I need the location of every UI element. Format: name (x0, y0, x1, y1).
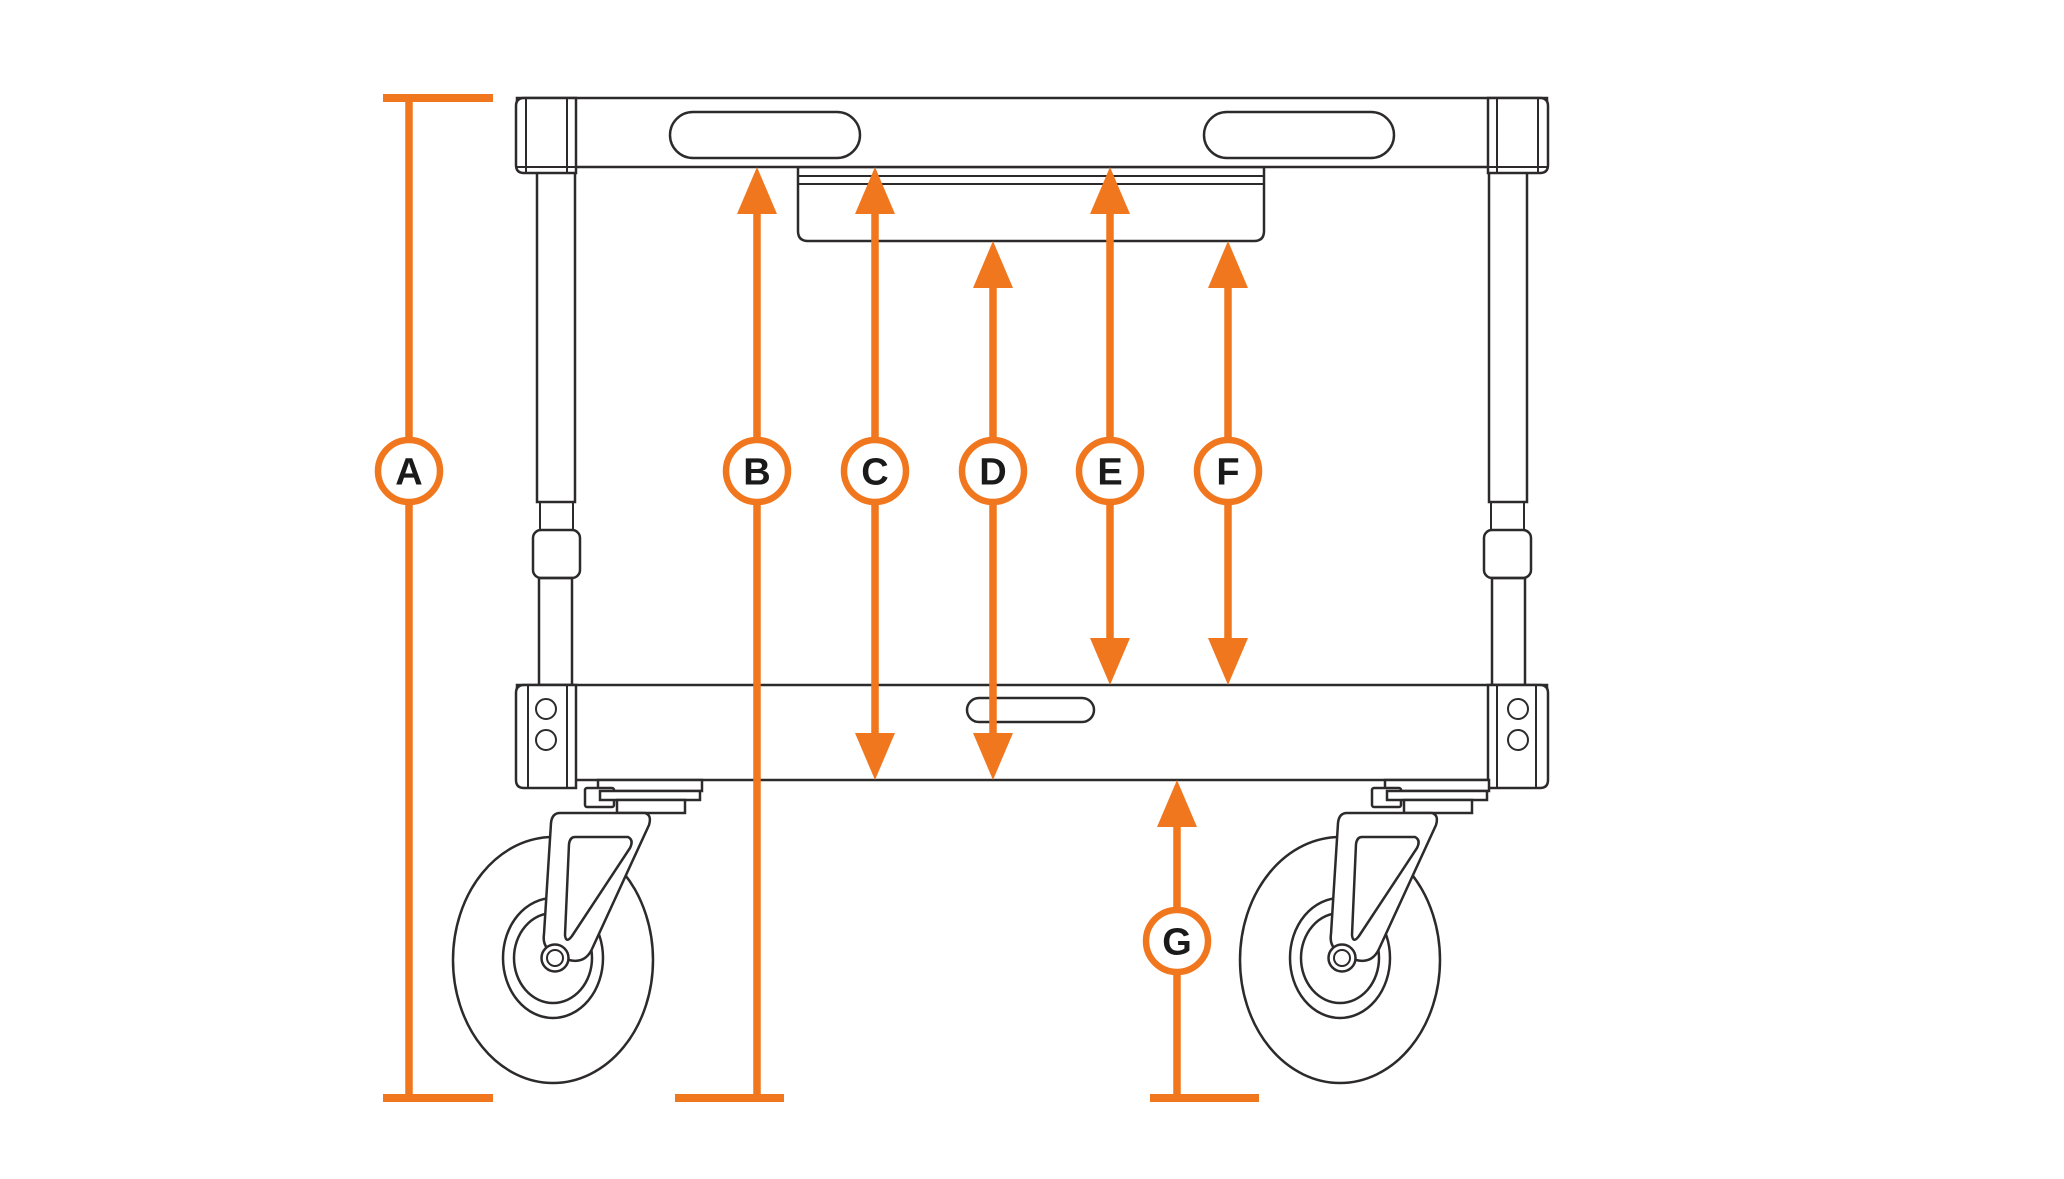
dimension-E-label-circle (1075, 436, 1145, 506)
right-caster-swivel (1402, 798, 1474, 815)
right-leg-collar (1482, 528, 1533, 580)
right-leg (1482, 165, 1533, 687)
bottom-frame-center-slot (965, 696, 1096, 724)
bottom-frame-right-bolt-hole-top (1507, 698, 1529, 720)
dimension-B-label: B (743, 452, 770, 494)
top-shelf-body (515, 96, 1549, 169)
left-leg-lower-tube (537, 576, 574, 687)
dimension-F-label: F (1216, 452, 1239, 494)
right-leg-lower-tube (1490, 576, 1527, 687)
dimension-B: B (675, 167, 792, 1102)
dimension-C-label: C (861, 452, 888, 494)
under-shelf-tray (796, 165, 1266, 243)
dimension-A-label-circle (374, 436, 444, 506)
dimension-E: E (1075, 167, 1145, 685)
dimension-E-down-arrowhead-icon (1090, 638, 1130, 685)
dimension-E-label: E (1097, 452, 1122, 494)
tray-body (796, 165, 1266, 243)
right-caster-fork-cutout (1350, 835, 1420, 941)
left-caster (451, 778, 704, 1085)
dimension-C-down-arrowhead-icon (855, 733, 895, 780)
left-leg-collar (531, 528, 582, 580)
bottom-frame-right-cap (1486, 683, 1550, 790)
dimension-A-label: A (395, 452, 422, 494)
dimension-C: C (840, 167, 910, 780)
top-shelf-right-cap (1486, 96, 1550, 175)
top-shelf-left-cap (514, 96, 578, 175)
left-leg-neck (539, 501, 574, 531)
bottom-frame-left-bolt-hole-bottom (535, 729, 557, 751)
dimension-A: A (374, 94, 493, 1102)
right-caster-mid-plate (1385, 789, 1489, 802)
dimension-G: G (1142, 780, 1259, 1102)
dimension-C-up-arrowhead-icon (855, 167, 895, 214)
dimension-G-label-circle (1142, 906, 1212, 976)
right-caster (1238, 778, 1491, 1085)
dimension-D: D (958, 241, 1028, 780)
bottom-frame-left-cap (514, 683, 578, 790)
cart-drawing (451, 96, 1550, 1085)
dimension-G-label: G (1162, 922, 1192, 964)
dimension-F: F (1193, 241, 1263, 685)
bottom-frame (514, 683, 1550, 790)
left-caster-mid-plate (598, 789, 702, 802)
bottom-frame-left-bolt-hole-top (535, 698, 557, 720)
bottom-frame-right-bolt-hole-bottom (1507, 729, 1529, 751)
dimension-B-up-arrowhead-icon (737, 167, 777, 214)
left-leg-upper-tube (535, 165, 577, 504)
right-leg-neck (1490, 501, 1525, 531)
dimension-arrows-layer: A B C D E F G (374, 94, 1263, 1102)
right-leg-upper-tube (1487, 165, 1529, 504)
top-shelf-right-handle-slot (1202, 110, 1396, 160)
left-wheel-axle (546, 949, 564, 967)
dimension-C-label-circle (840, 436, 910, 506)
dimension-D-label: D (979, 452, 1006, 494)
dimension-E-up-arrowhead-icon (1090, 167, 1130, 214)
dimension-D-label-circle (958, 436, 1028, 506)
left-caster-swivel (615, 798, 687, 815)
dimension-F-label-circle (1193, 436, 1263, 506)
top-shelf-left-handle-slot (668, 110, 862, 160)
dimension-F-down-arrowhead-icon (1208, 638, 1248, 685)
dimension-F-up-arrowhead-icon (1208, 241, 1248, 288)
left-caster-fork-cutout (563, 835, 633, 941)
right-wheel-axle (1333, 949, 1351, 967)
dimension-D-up-arrowhead-icon (973, 241, 1013, 288)
top-shelf (514, 96, 1550, 175)
right-wheel-hub (1327, 943, 1357, 973)
left-leg (531, 165, 582, 687)
dimension-D-down-arrowhead-icon (973, 733, 1013, 780)
dimension-B-label-circle (722, 436, 792, 506)
dimension-G-up-arrowhead-icon (1157, 780, 1197, 827)
left-wheel-hub (540, 943, 570, 973)
